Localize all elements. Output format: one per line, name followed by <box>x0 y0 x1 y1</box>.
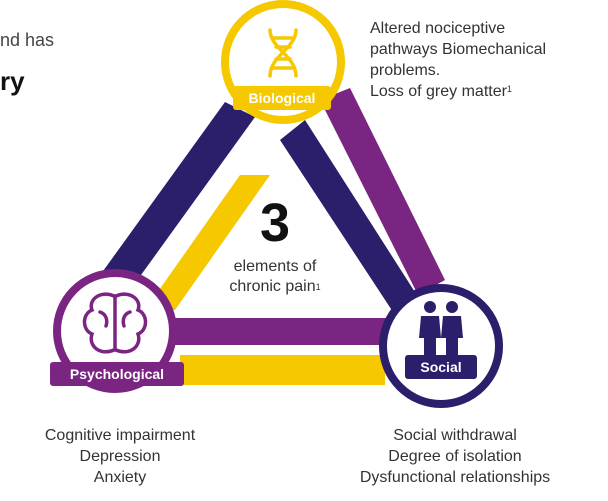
intro-text: nd has <box>0 30 55 50</box>
psychological-desc-item: Cognitive impairment <box>44 427 196 444</box>
intro-bold-text: ry <box>0 66 25 96</box>
edge-psych-social <box>170 318 395 345</box>
biological-desc-line2: pathways Biomechanical <box>370 41 547 58</box>
biological-label: Biological <box>248 90 316 106</box>
node-social <box>379 284 503 408</box>
dna-icon <box>268 28 298 78</box>
biological-desc-line4: Loss of grey matter1 <box>370 81 605 102</box>
biological-desc-line3: problems. <box>370 62 441 79</box>
social-description: Social withdrawal Degree of isolation Dy… <box>305 425 605 488</box>
psychological-label: Psychological <box>69 366 165 382</box>
psychological-label-bg <box>50 362 184 386</box>
social-label-bg <box>405 355 477 379</box>
social-desc-item: Dysfunctional relationships <box>359 469 551 486</box>
biological-footnote: 1 <box>506 84 512 94</box>
social-desc-item: Degree of isolation <box>388 448 522 465</box>
edge-bio-social-outer <box>320 88 445 295</box>
social-desc-item: Social withdrawal <box>393 427 517 444</box>
psychological-desc-item: Depression <box>79 448 161 465</box>
biological-description: Altered nociceptive pathways Biomechanic… <box>370 18 605 102</box>
psychological-desc-item: Anxiety <box>93 469 147 486</box>
center-number: 3 <box>259 193 291 253</box>
center-footnote: 1 <box>315 282 321 292</box>
psychological-description: Cognitive impairment Depression Anxiety <box>0 425 240 488</box>
edge-bio-social <box>280 120 420 315</box>
center-line2: chronic pain1 <box>200 277 350 297</box>
biological-desc-line1: Altered nociceptive <box>370 20 506 37</box>
edge-bio-psych-inner <box>145 175 270 310</box>
people-icon <box>419 301 463 356</box>
social-label: Social <box>420 359 462 375</box>
center-line2-text: chronic pain <box>229 278 316 295</box>
edge-psych-social-inner <box>180 355 385 385</box>
biological-desc-line4-text: Loss of grey matter <box>370 83 507 100</box>
biological-label-bg <box>233 86 331 110</box>
brain-icon <box>82 292 148 354</box>
edge-bio-psych <box>80 102 255 318</box>
center-line1: elements of <box>233 258 317 275</box>
